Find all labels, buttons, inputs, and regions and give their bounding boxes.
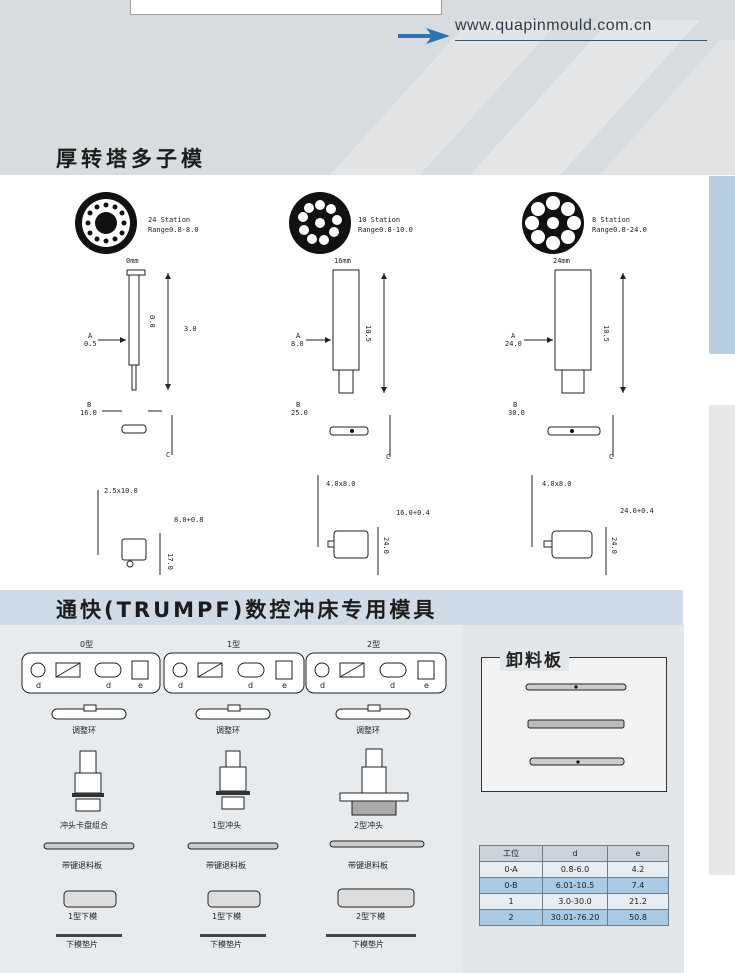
module-24-station: 24 Station Range0.8-8.0 0mm 0.0 3.0 A 0.…	[75, 192, 204, 575]
svg-text:4.0x8.0: 4.0x8.0	[326, 480, 356, 488]
svg-text:16.0+0.4: 16.0+0.4	[396, 509, 430, 517]
svg-text:C: C	[609, 453, 613, 461]
svg-text:d: d	[36, 681, 41, 690]
stripper-plate-box	[481, 657, 667, 792]
table-row: 1 3.0-30.0 21.2	[479, 893, 669, 910]
table-row: 2 30.01-76.20 50.8	[479, 909, 669, 926]
svg-text:2型冲头: 2型冲头	[354, 820, 383, 830]
svg-text:B: B	[296, 401, 300, 409]
section2-title: 通快(TRUMPF)数控冲床专用模具	[56, 598, 438, 622]
svg-text:1型下模: 1型下模	[212, 911, 241, 921]
svg-text:0.5: 0.5	[84, 340, 97, 348]
svg-text:带键退料板: 带键退料板	[62, 860, 102, 870]
svg-text:8.0: 8.0	[291, 340, 304, 348]
svg-text:1型冲头: 1型冲头	[212, 820, 241, 830]
svg-text:d: d	[320, 681, 325, 690]
svg-text:调整环: 调整环	[356, 725, 380, 735]
arrow-icon	[398, 28, 450, 44]
svg-text:C: C	[386, 453, 390, 461]
hole-dim: 2.5x10.0	[104, 487, 138, 495]
svg-text:2型: 2型	[367, 640, 380, 649]
svg-text:24.0+0.4: 24.0+0.4	[620, 507, 654, 515]
table-row: 0-A 0.8-6.0 4.2	[479, 861, 669, 878]
svg-text:10 Station: 10 Station	[358, 216, 400, 224]
svg-text:1型下模: 1型下模	[68, 911, 97, 921]
svg-text:1型: 1型	[227, 640, 240, 649]
section1-title: 厚转塔多子模	[56, 147, 206, 171]
multi-tool-drawings: 24 Station Range0.8-8.0 0mm 0.0 3.0 A 0.…	[75, 192, 654, 575]
svg-text:A: A	[88, 332, 93, 340]
svg-text:调整环: 调整环	[72, 725, 96, 735]
svg-text:d: d	[248, 681, 253, 690]
module-10-station: 10 Station Range0.8-10.0 16mm 10.5 A 8.0…	[289, 192, 430, 575]
header-diagonal-decor	[330, 20, 735, 175]
svg-text:e: e	[282, 681, 287, 690]
svg-text:10.5: 10.5	[602, 325, 610, 342]
svg-text:带键退料板: 带键退料板	[348, 860, 388, 870]
svg-text:0.0: 0.0	[148, 315, 156, 328]
svg-text:2型下模: 2型下模	[356, 911, 385, 921]
svg-text:B: B	[87, 401, 91, 409]
svg-text:17.0: 17.0	[166, 553, 174, 570]
svg-text:C: C	[166, 451, 170, 459]
side-tab-gray	[709, 405, 735, 875]
table-header: 工位	[479, 845, 543, 862]
svg-text:Range0.8-24.0: Range0.8-24.0	[592, 226, 647, 234]
table-header: e	[607, 845, 669, 862]
station-spec-table: 工位 d e 0-A 0.8-6.0 4.2 0-B 6.01-10.5 7.4…	[479, 845, 669, 926]
stripper-title: 卸料板	[500, 646, 569, 671]
table-header: d	[542, 845, 608, 862]
svg-text:下模垫片: 下模垫片	[66, 939, 98, 949]
svg-text:0型: 0型	[80, 640, 93, 649]
trumpf-parts-drawings: 0型 d d e 调整环 冲头卡盘组合 带键退料板 1型下模 下模垫片	[21, 640, 447, 949]
section2-band	[0, 590, 683, 625]
svg-text:4.0x8.0: 4.0x8.0	[542, 480, 572, 488]
svg-text:A: A	[511, 332, 516, 340]
svg-text:16mm: 16mm	[334, 257, 351, 265]
svg-text:30.0: 30.0	[508, 409, 525, 417]
column-type1: 1型 d d e 调整环 1型冲头 带键退料板 1型下模 下模垫片	[163, 640, 305, 949]
side-length: 3.0	[184, 325, 197, 333]
svg-text:d: d	[106, 681, 111, 690]
side-tab-blue	[709, 176, 735, 354]
svg-text:24.0: 24.0	[610, 537, 618, 554]
website-url[interactable]: www.quapinmould.com.cn	[455, 17, 652, 34]
svg-text:B: B	[513, 401, 517, 409]
svg-text:25.0: 25.0	[291, 409, 308, 417]
svg-text:d: d	[178, 681, 183, 690]
range-label: Range0.8-8.0	[148, 226, 199, 234]
svg-text:24.0: 24.0	[505, 340, 522, 348]
svg-text:A: A	[296, 332, 301, 340]
svg-text:24mm: 24mm	[553, 257, 570, 265]
stripper-plates	[525, 683, 627, 766]
svg-text:e: e	[138, 681, 143, 690]
top-card	[130, 0, 442, 15]
header-band	[0, 0, 735, 175]
svg-text:16.0: 16.0	[80, 409, 97, 417]
svg-text:下模垫片: 下模垫片	[210, 939, 242, 949]
top-dimension: 0mm	[126, 257, 139, 265]
svg-text:8.0+0.8: 8.0+0.8	[174, 516, 204, 524]
svg-text:e: e	[424, 681, 429, 690]
svg-text:d: d	[390, 681, 395, 690]
svg-text:24.0: 24.0	[382, 537, 390, 554]
svg-text:下模垫片: 下模垫片	[352, 939, 384, 949]
station-label: 24 Station	[148, 216, 190, 224]
svg-text:Range0.8-10.0: Range0.8-10.0	[358, 226, 413, 234]
column-type0: 0型 d d e 调整环 冲头卡盘组合 带键退料板 1型下模 下模垫片	[21, 640, 161, 949]
column-type2: 2型 d d e 调整环 2型冲头 带键退料板 2型下模 下模垫片	[305, 640, 447, 949]
svg-text:8 Station: 8 Station	[592, 216, 630, 224]
svg-text:调整环: 调整环	[216, 725, 240, 735]
table-row: 0-B 6.01-10.5 7.4	[479, 877, 669, 894]
module-8-station: 8 Station Range0.8-24.0 24mm 10.5 A 24.0…	[505, 192, 654, 575]
url-underline	[455, 40, 707, 41]
svg-text:10.5: 10.5	[364, 325, 372, 342]
svg-text:冲头卡盘组合: 冲头卡盘组合	[60, 820, 108, 830]
svg-text:带键退料板: 带键退料板	[206, 860, 246, 870]
